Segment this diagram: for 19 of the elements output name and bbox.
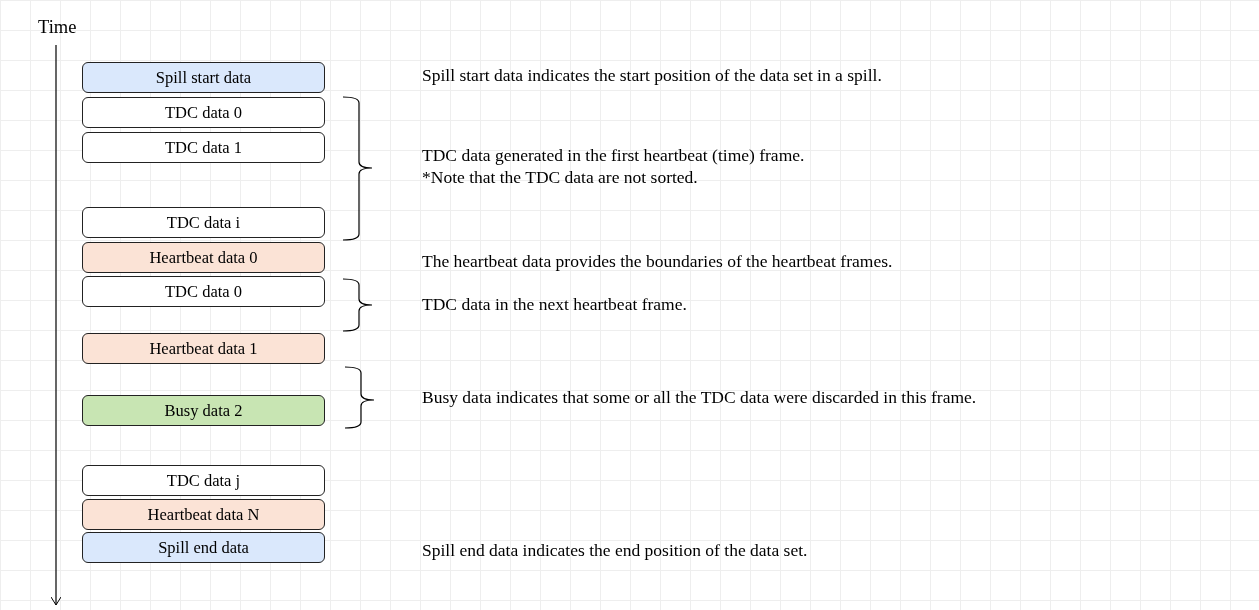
data-block: Spill start data: [82, 62, 325, 93]
note-text: Spill end data indicates the end position of the data set.: [422, 539, 808, 561]
note-text: Busy data indicates that some or all the TDC data were discarded in this frame.: [422, 386, 977, 408]
note-text: Spill start data indicates the start position of the data set in a spill.: [422, 64, 882, 86]
data-block: Busy data 2: [82, 395, 325, 426]
data-block: TDC data j: [82, 465, 325, 496]
data-block: TDC data 0: [82, 276, 325, 307]
data-block: Heartbeat data N: [82, 499, 325, 530]
data-block: TDC data 1: [82, 132, 325, 163]
data-block: Heartbeat data 1: [82, 333, 325, 364]
axis-label: Time: [38, 16, 77, 38]
data-block: Spill end data: [82, 532, 325, 563]
note-text: TDC data in the next heartbeat frame.: [422, 293, 687, 315]
data-block: TDC data 0: [82, 97, 325, 128]
data-block: TDC data i: [82, 207, 325, 238]
data-block: Heartbeat data 0: [82, 242, 325, 273]
note-text: *Note that the TDC data are not sorted.: [422, 166, 698, 188]
note-text: TDC data generated in the first heartbeat (time) frame.: [422, 144, 805, 166]
note-text: The heartbeat data provides the boundaries of the heartbeat frames.: [422, 250, 893, 272]
